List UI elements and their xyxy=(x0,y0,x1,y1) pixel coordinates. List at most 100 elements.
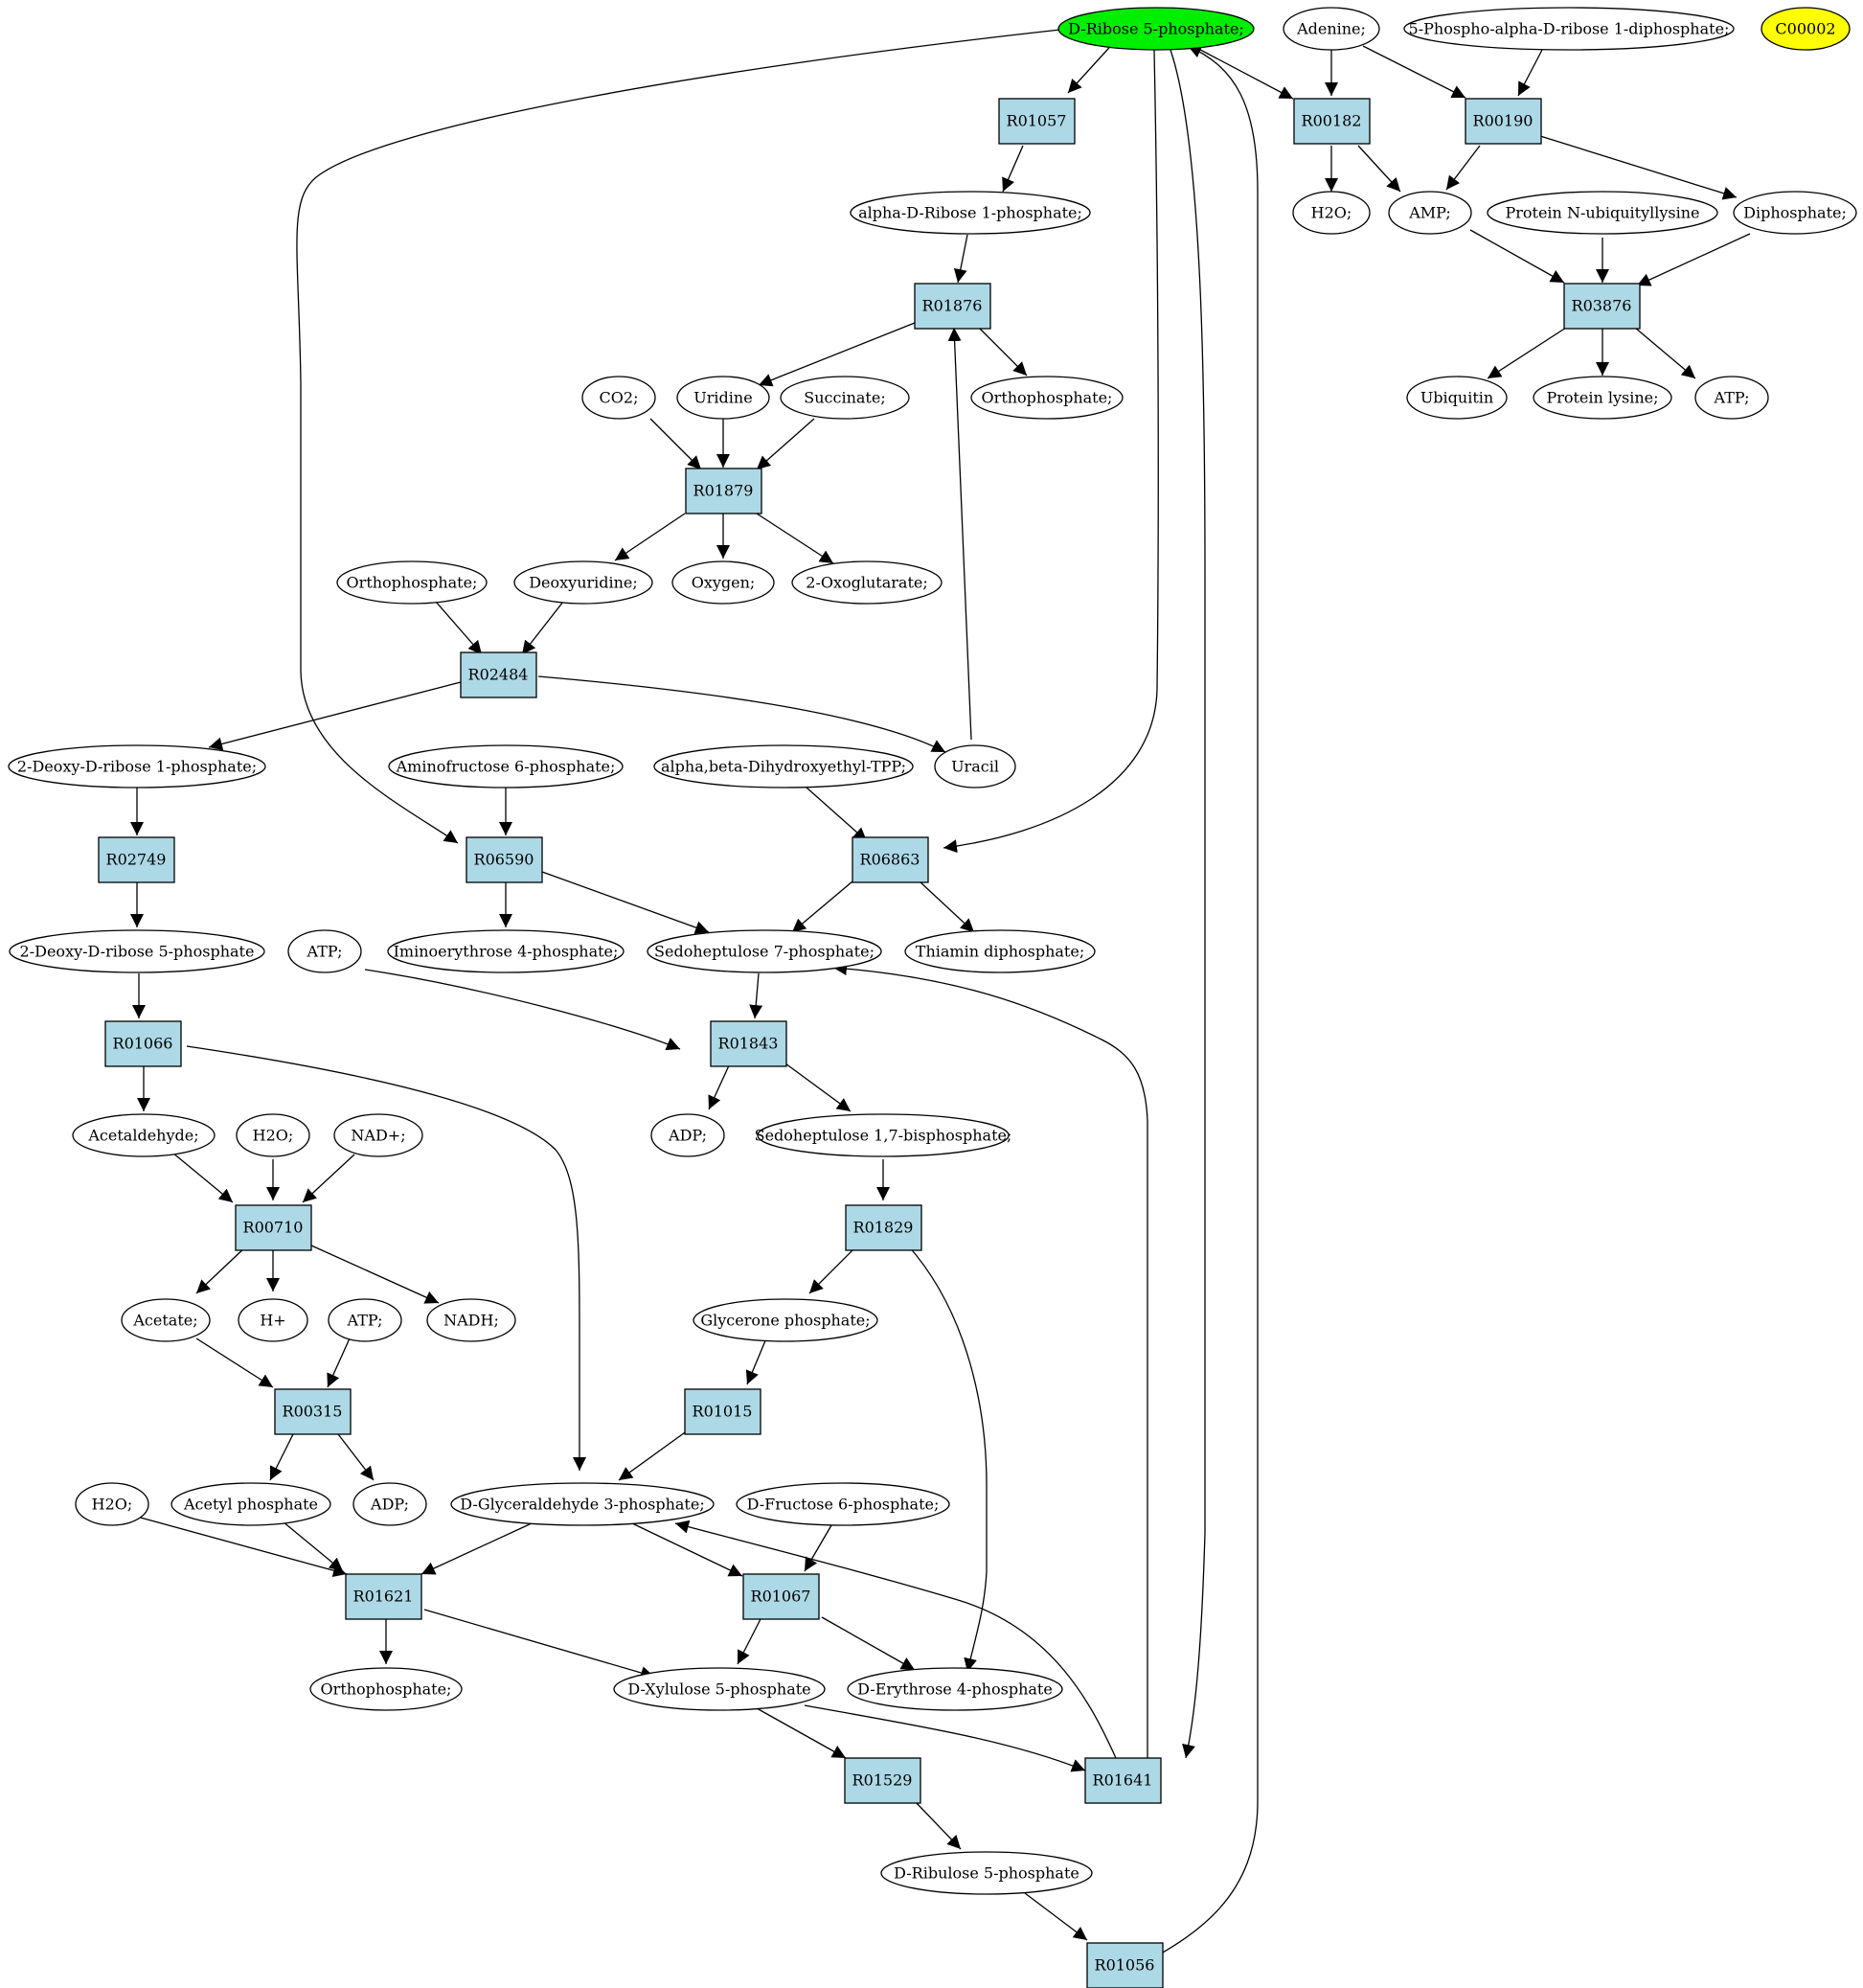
compound-node[interactable]: Orthophosphate; xyxy=(309,1667,463,1711)
reaction-node[interactable]: R01056 xyxy=(1086,1942,1164,1988)
compound-node[interactable]: AMP; xyxy=(1388,191,1472,235)
compound-label: Sedoheptulose 1,7-bisphosphate; xyxy=(755,1127,1012,1145)
compound-label: Adenine; xyxy=(1296,20,1366,38)
compound-label: Sedoheptulose 7-phosphate; xyxy=(654,943,875,961)
reaction-label: R01056 xyxy=(1095,1956,1155,1975)
edge xyxy=(186,1045,586,1471)
compound-node[interactable]: Orthophosphate; xyxy=(970,376,1124,420)
compound-node[interactable]: Protein lysine; xyxy=(1533,376,1672,420)
edge xyxy=(1357,145,1401,193)
edge xyxy=(195,1337,274,1388)
reaction-label: R00710 xyxy=(243,1219,304,1237)
reaction-node[interactable]: R01876 xyxy=(914,283,991,330)
reaction-node[interactable]: R06590 xyxy=(466,836,543,883)
reaction-label: R01829 xyxy=(853,1219,914,1237)
compound-node[interactable]: alpha,beta-Dihydroxyethyl-TPP; xyxy=(653,744,914,788)
compound-node[interactable]: Acetaldehyde; xyxy=(72,1113,216,1157)
compound-label: D-Erythrose 4-phosphate xyxy=(857,1680,1053,1699)
compound-label: Aminofructose 6-phosphate; xyxy=(396,758,616,776)
compound-node[interactable]: alpha-D-Ribose 1-phosphate; xyxy=(850,191,1091,235)
compound-node[interactable]: H+ xyxy=(238,1298,308,1342)
compound-node[interactable]: ATP; xyxy=(287,929,362,973)
compound-node[interactable]: Ubiquitin xyxy=(1406,376,1508,420)
reaction-node[interactable]: R01829 xyxy=(845,1204,922,1251)
reaction-node[interactable]: R02484 xyxy=(460,651,537,698)
reaction-node[interactable]: R02749 xyxy=(98,836,175,883)
compound-node[interactable]: D-Xylulose 5-phosphate xyxy=(613,1667,826,1711)
reaction-node[interactable]: R00182 xyxy=(1293,98,1371,145)
compound-node[interactable]: 2-Deoxy-D-ribose 1-phosphate; xyxy=(8,744,266,788)
compound-label: Acetyl phosphate xyxy=(183,1496,318,1514)
edge xyxy=(1132,45,1259,1970)
reaction-node[interactable]: R01843 xyxy=(710,1020,787,1067)
compound-label: alpha,beta-Dihydroxyethyl-TPP; xyxy=(661,758,906,776)
compound-node[interactable]: CO2; xyxy=(581,376,656,420)
compound-label: D-Xylulose 5-phosphate xyxy=(627,1680,810,1699)
compound-label: Succinate; xyxy=(804,389,885,407)
compound-node[interactable]: Glycerone phosphate; xyxy=(693,1298,878,1342)
reaction-node[interactable]: R00710 xyxy=(235,1204,312,1251)
compound-node[interactable]: H2O; xyxy=(75,1482,149,1526)
edge xyxy=(749,972,763,1019)
compound-highlight-fill xyxy=(1057,7,1255,51)
compound-label: Acetaldehyde; xyxy=(87,1127,198,1145)
compound-node[interactable]: Acetate; xyxy=(121,1298,211,1342)
reaction-node[interactable]: R01529 xyxy=(844,1757,921,1804)
compound-node[interactable]: H2O; xyxy=(1292,191,1371,235)
edge xyxy=(832,962,1150,1759)
compound-node[interactable]: Adenine; xyxy=(1283,7,1380,51)
compound-node[interactable]: ADP; xyxy=(352,1482,427,1526)
reaction-node[interactable]: R06863 xyxy=(852,836,929,883)
compound-node[interactable]: Orthophosphate; xyxy=(336,560,488,605)
compound-label: C00002 xyxy=(1775,20,1835,38)
compound-node[interactable]: Aminofructose 6-phosphate; xyxy=(388,744,624,788)
compound-label: 2-Oxoglutarate; xyxy=(806,574,927,592)
reaction-label: R01066 xyxy=(113,1035,173,1053)
compound-node[interactable]: NADH; xyxy=(426,1298,516,1342)
compound-node[interactable]: ADP; xyxy=(650,1113,725,1157)
compound-node[interactable]: NAD+; xyxy=(333,1113,423,1157)
compound-node[interactable]: Thiamin diphosphate; xyxy=(904,929,1096,973)
compound-node[interactable]: Acetyl phosphate xyxy=(170,1482,331,1526)
compound-node[interactable]: Iminoerythrose 4-phosphate; xyxy=(387,929,625,973)
compound-node[interactable]: D-Glyceraldehyde 3-phosphate; xyxy=(450,1482,715,1526)
edge xyxy=(282,1520,344,1572)
compound-node[interactable]: Succinate; xyxy=(780,376,910,420)
compound-node[interactable]: D-Ribulose 5-phosphate xyxy=(880,1851,1093,1895)
compound-node[interactable]: H2O; xyxy=(236,1113,310,1157)
compound-node[interactable]: Deoxyuridine; xyxy=(513,560,653,605)
compound-node[interactable]: Uridine xyxy=(676,376,770,420)
reaction-node[interactable]: R01621 xyxy=(345,1573,422,1620)
compound-node[interactable]: Uracil xyxy=(934,744,1016,788)
compound-node[interactable]: D-Fructose 6-phosphate; xyxy=(736,1482,950,1526)
reaction-node[interactable]: R01015 xyxy=(684,1388,761,1435)
compound-node[interactable]: 2-Deoxy-D-ribose 5-phosphate xyxy=(9,929,265,973)
compound-node[interactable]: ATP; xyxy=(1694,376,1769,420)
compound-label: 2-Deoxy-D-ribose 5-phosphate xyxy=(20,943,255,961)
compound-node[interactable]: Diphosphate; xyxy=(1733,191,1857,235)
reaction-node[interactable]: R01641 xyxy=(1084,1757,1162,1804)
compound-node[interactable]: Oxygen; xyxy=(671,560,775,605)
reaction-node[interactable]: R03876 xyxy=(1563,283,1641,330)
compound-node[interactable]: C00002 xyxy=(1761,7,1851,51)
compound-label: Uracil xyxy=(951,758,999,776)
reaction-node[interactable]: R00315 xyxy=(274,1388,352,1435)
compound-node[interactable]: Sedoheptulose 1,7-bisphosphate; xyxy=(755,1113,1012,1157)
compound-node[interactable]: Protein N-ubiquityllysine xyxy=(1487,191,1718,235)
compound-node[interactable]: D-Ribose 5-phosphate; xyxy=(1057,7,1255,51)
compound-node[interactable]: 5-Phospho-alpha-D-ribose 1-diphosphate; xyxy=(1403,7,1735,51)
reaction-node[interactable]: R01067 xyxy=(742,1573,820,1620)
compound-node[interactable]: ATP; xyxy=(328,1298,402,1342)
compound-label: D-Fructose 6-phosphate; xyxy=(747,1496,940,1514)
compound-label: Deoxyuridine; xyxy=(529,574,638,592)
compound-node[interactable]: 2-Oxoglutarate; xyxy=(791,560,943,605)
reaction-node[interactable]: R01879 xyxy=(685,468,762,514)
compound-node[interactable]: D-Erythrose 4-phosphate xyxy=(847,1667,1063,1711)
edge xyxy=(296,28,1070,844)
compound-node[interactable]: Sedoheptulose 7-phosphate; xyxy=(647,929,882,973)
reaction-node[interactable]: R01066 xyxy=(104,1020,182,1067)
edge xyxy=(1002,145,1024,193)
reaction-label: R02749 xyxy=(106,851,167,869)
reaction-node[interactable]: R01057 xyxy=(998,98,1076,145)
reaction-node[interactable]: R00190 xyxy=(1465,98,1542,145)
